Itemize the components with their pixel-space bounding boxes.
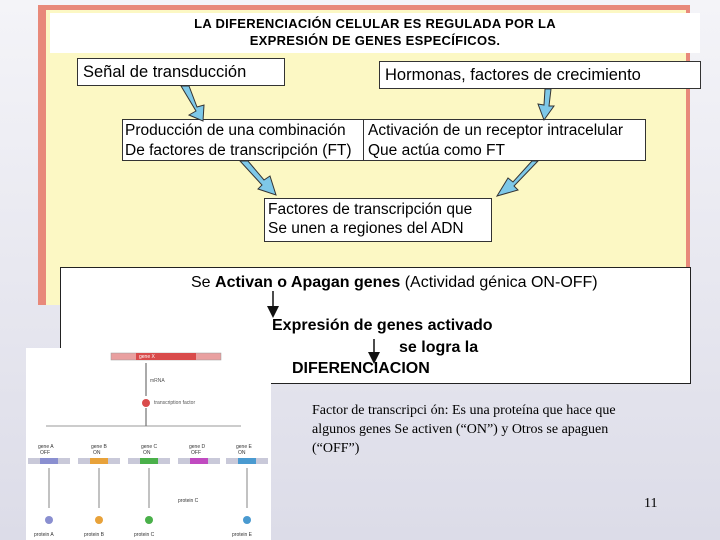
arrow-production-to-factors: [240, 161, 276, 195]
gene-regulation-figure: gene X mRNA transcription factor gene A …: [26, 348, 271, 540]
gene-x-label: gene X: [139, 354, 156, 360]
gene-a-state: OFF: [40, 450, 50, 456]
footnote: Factor de transcripci ón: Es una proteín…: [312, 401, 682, 458]
gene-c-core: [140, 458, 158, 464]
gene-c-state: ON: [143, 450, 151, 456]
mrna-label: mRNA: [150, 378, 165, 384]
footnote-line-2: algunos genes Se activen (“ON”) y Otros …: [312, 420, 682, 439]
transcription-factor-label: transcription factor: [154, 400, 195, 406]
gene-e-state: ON: [238, 450, 246, 456]
page-number: 11: [644, 496, 657, 512]
gene-a-core: [40, 458, 58, 464]
protein-b-label: protein B: [84, 532, 105, 538]
transcription-factor-dot: [142, 399, 150, 407]
arrow-signal-to-production: [181, 86, 204, 121]
footnote-line-3: (“OFF”): [312, 439, 682, 458]
gene-b-core: [90, 458, 108, 464]
protein-e-dot: [243, 516, 251, 524]
protein-b-dot: [95, 516, 103, 524]
arrow-receptor-to-factors: [497, 161, 538, 196]
protein-a-label: protein A: [34, 532, 54, 538]
protein-mid-label: protein C: [178, 498, 199, 504]
protein-c-label: protein C: [134, 532, 155, 538]
gene-d-state: OFF: [191, 450, 201, 456]
gene-b-state: ON: [93, 450, 101, 456]
protein-c-dot: [145, 516, 153, 524]
protein-a-dot: [45, 516, 53, 524]
arrow-hormones-to-receptor: [538, 89, 554, 120]
gene-e-core: [238, 458, 256, 464]
gene-regulation-diagram: gene X mRNA transcription factor gene A …: [26, 348, 271, 540]
footnote-line-1: Factor de transcripci ón: Es una proteín…: [312, 401, 682, 420]
gene-d-core: [190, 458, 208, 464]
protein-e-label: protein E: [232, 532, 253, 538]
